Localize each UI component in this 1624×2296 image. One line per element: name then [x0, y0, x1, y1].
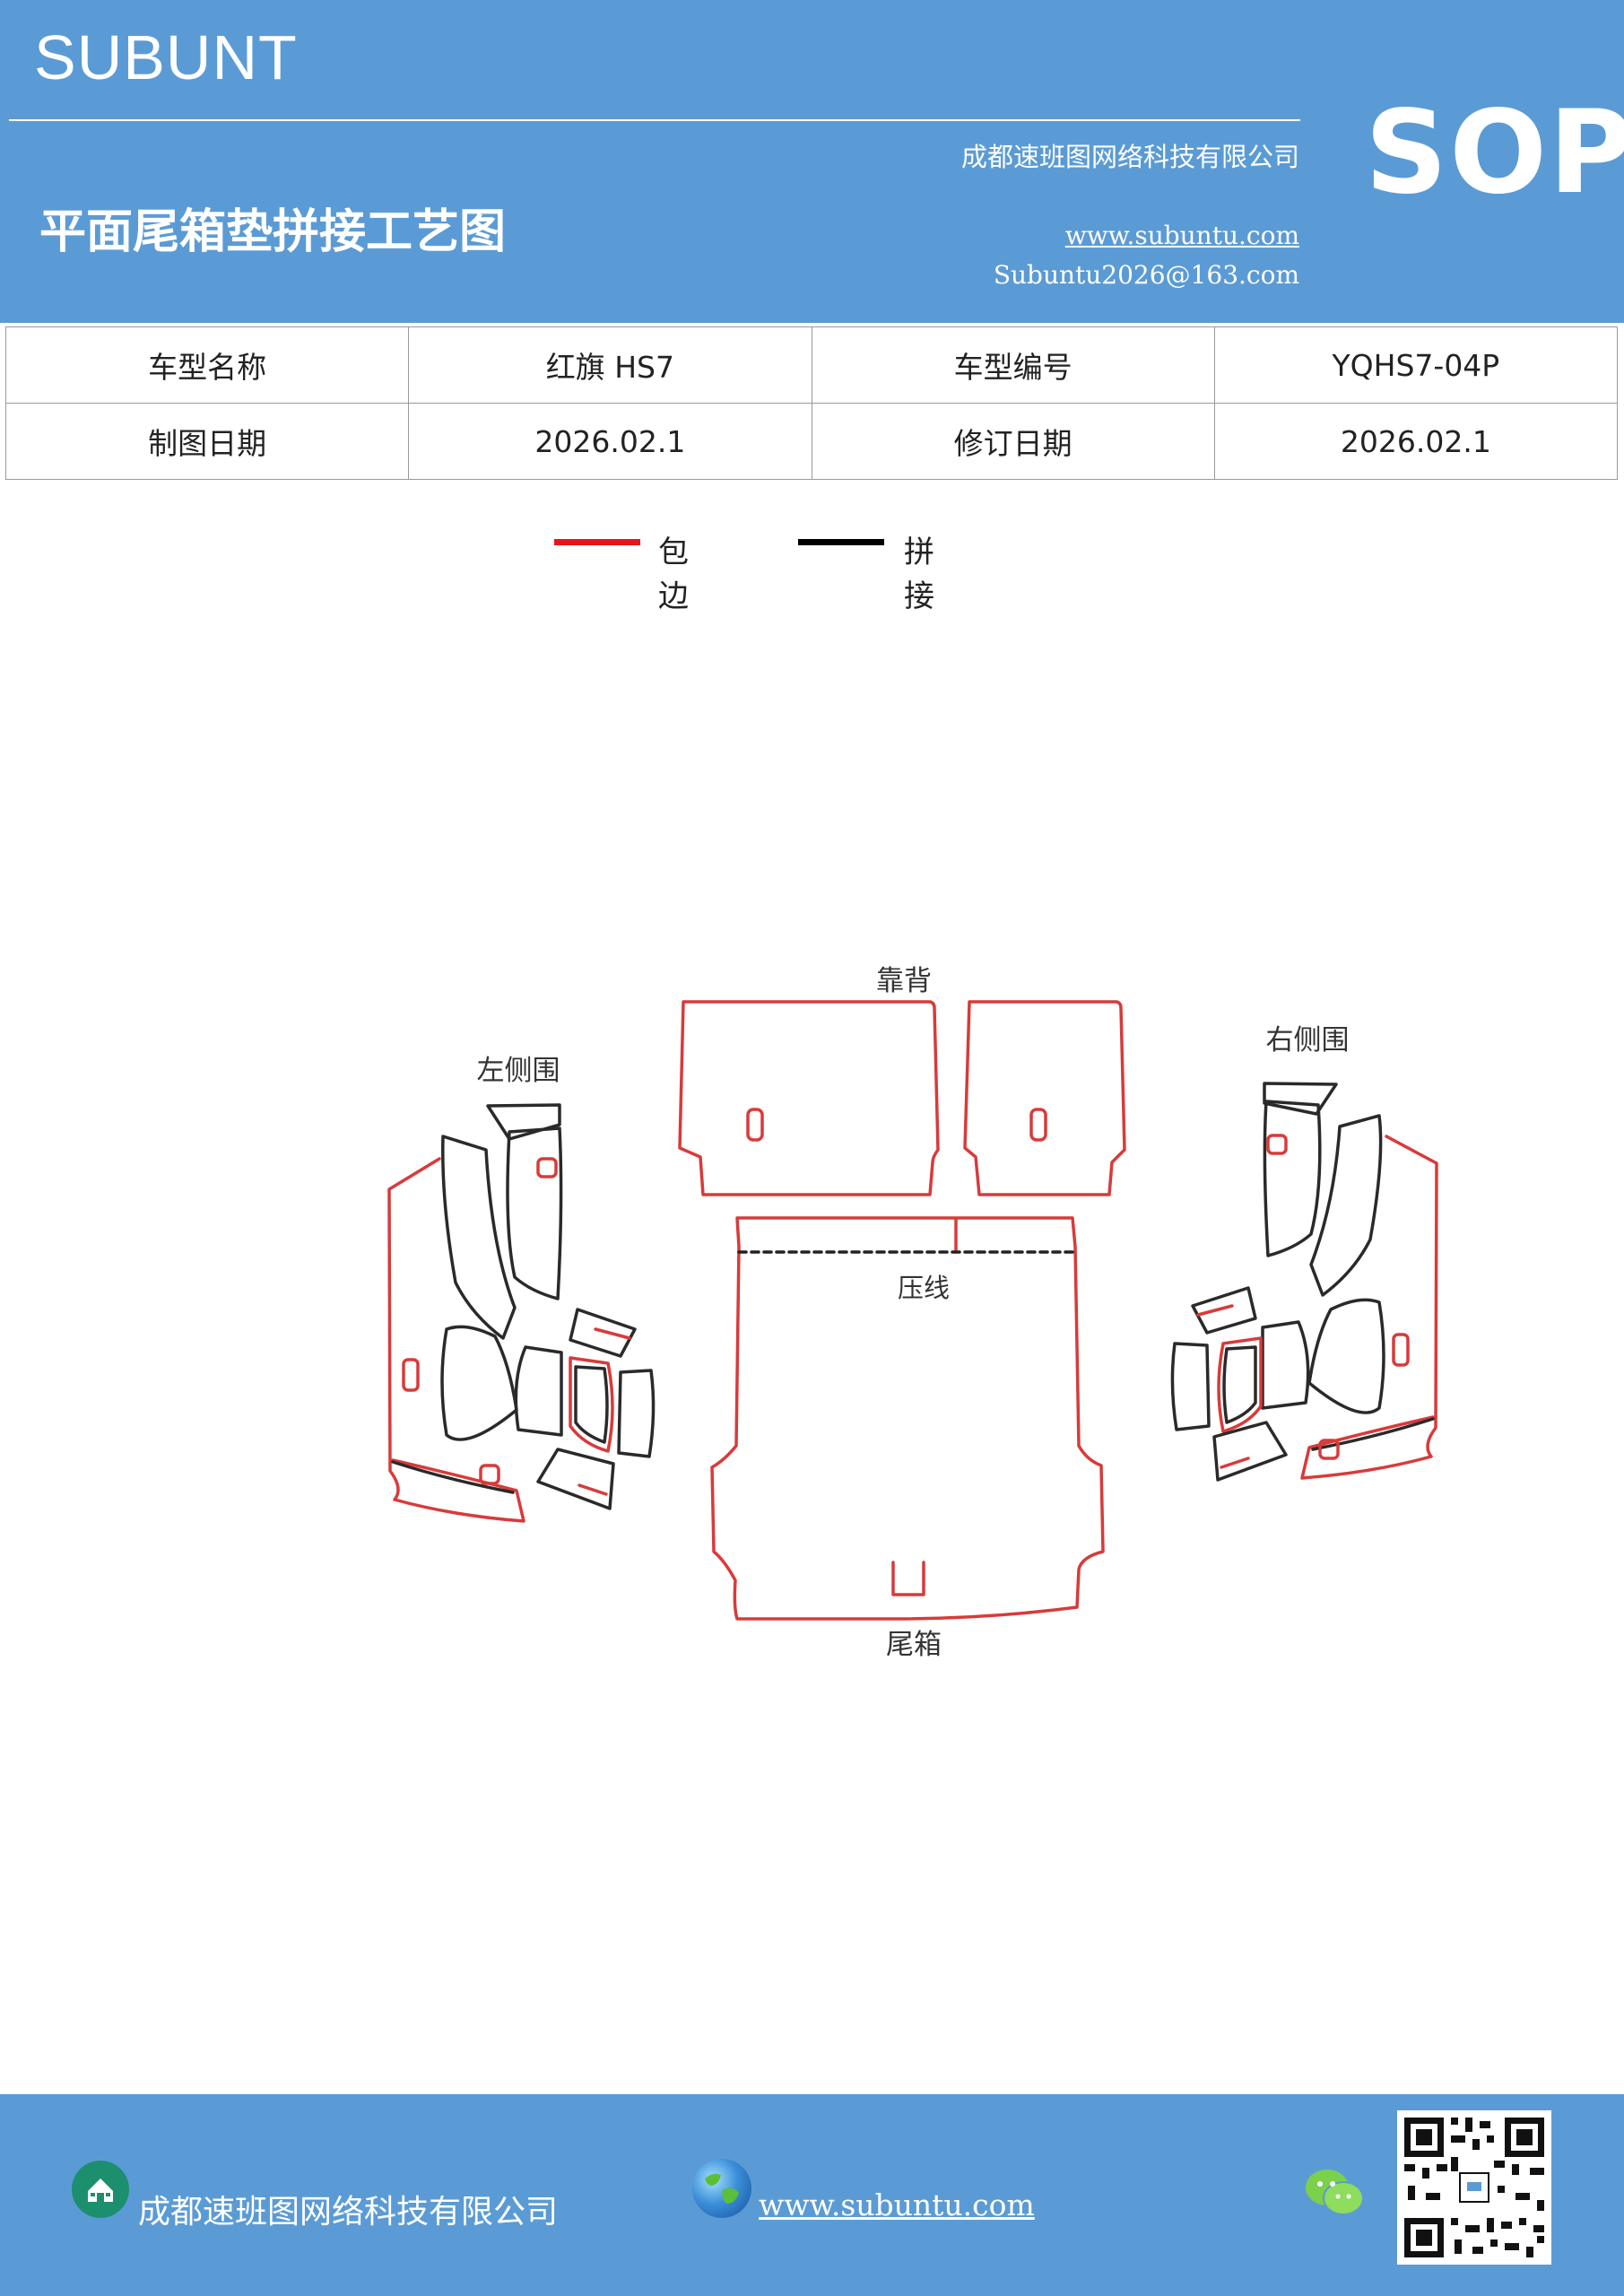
email-address: Subuntu2026@163.com	[993, 260, 1299, 290]
table-cell: 2026.02.1	[1213, 403, 1619, 480]
table-cell: 2026.02.1	[408, 403, 812, 480]
footer-company-name: 成都速班图网络科技有限公司	[138, 2194, 559, 2231]
left-side-slot-3	[536, 1157, 558, 1178]
left-piece-g-edge	[594, 1327, 631, 1340]
backrest-left-slot	[746, 1108, 764, 1142]
backrest-label: 靠背	[876, 965, 932, 997]
right-side-slot-2	[1318, 1439, 1340, 1460]
table-cell: 车型编号	[811, 326, 1215, 404]
table-cell: 制图日期	[4, 403, 410, 480]
footer-banner: 成都速班图网络科技有限公司 www.subuntu.com	[0, 2094, 1624, 2296]
right-side-label: 右侧围	[1266, 1024, 1350, 1057]
right-side-slot-3	[1266, 1134, 1288, 1155]
brand-name: SUBUNT	[34, 22, 298, 92]
table-row: 车型名称 红旗 HS7 车型编号 YQHS7-04P	[4, 326, 1619, 404]
header-banner: SUBUNT 成都速班图网络科技有限公司 平面尾箱垫拼接工艺图 SOP www.…	[0, 0, 1624, 323]
left-piece-a	[441, 1135, 517, 1340]
right-piece-d	[1307, 1298, 1385, 1414]
left-piece-g	[569, 1308, 637, 1358]
globe-icon	[692, 2159, 751, 2218]
sop-badge: SOP	[1365, 86, 1624, 220]
right-piece-g	[1191, 1286, 1257, 1335]
company-icon	[72, 2161, 129, 2218]
left-piece-d	[440, 1325, 518, 1441]
table-cell: YQHS7-04P	[1213, 326, 1619, 404]
table-cell: 红旗 HS7	[408, 326, 812, 404]
table-cell: 车型名称	[4, 326, 410, 404]
qr-code	[1397, 2110, 1551, 2265]
left-piece-f	[569, 1356, 614, 1453]
legend-seam-swatch	[798, 539, 884, 545]
right-side-slot-1	[1392, 1333, 1410, 1367]
table-row: 制图日期 2026.02.1 修订日期 2026.02.1	[4, 403, 1619, 480]
left-piece-c	[486, 1103, 561, 1141]
legend-edge-label: 包边	[658, 535, 689, 614]
crease-label: 压线	[898, 1273, 950, 1303]
backrest-right-slot	[1029, 1108, 1047, 1142]
right-piece-h	[1170, 1342, 1211, 1431]
backrest-right-panel	[963, 1000, 1126, 1196]
left-piece-h	[617, 1369, 656, 1458]
wechat-icon[interactable]	[1302, 2166, 1367, 2220]
right-piece-f	[1217, 1336, 1263, 1433]
left-side-seam	[391, 1460, 515, 1494]
vehicle-info-table: 车型名称 红旗 HS7 车型编号 YQHS7-04P 制图日期 2026.02.…	[4, 326, 1619, 480]
right-side-outer-panel	[1300, 1135, 1438, 1480]
right-piece-i	[1212, 1421, 1288, 1482]
left-piece-f-inner	[574, 1365, 609, 1444]
footer-website-link[interactable]: www.subuntu.com	[759, 2187, 1035, 2222]
company-name: 成都速班图网络科技有限公司	[960, 142, 1299, 172]
document-title: 平面尾箱垫拼接工艺图	[39, 205, 507, 259]
right-piece-f-inner	[1222, 1345, 1257, 1424]
legend-edge-swatch	[554, 539, 640, 545]
left-side-label: 左侧围	[477, 1055, 560, 1087]
left-piece-b	[506, 1126, 563, 1300]
right-piece-c	[1263, 1082, 1338, 1116]
left-piece-i	[536, 1448, 615, 1510]
left-piece-i-edge	[578, 1483, 608, 1496]
trunk-floor-panel	[710, 1216, 1105, 1621]
right-piece-e	[1261, 1320, 1310, 1410]
right-side-group	[1170, 1082, 1438, 1482]
right-piece-b	[1263, 1100, 1322, 1257]
header-divider	[9, 119, 1300, 121]
right-piece-i-edge	[1220, 1457, 1250, 1469]
right-piece-a	[1309, 1114, 1383, 1297]
left-side-slot-2	[479, 1464, 500, 1485]
legend-seam-label: 拼接	[904, 535, 934, 614]
backrest-left-panel	[678, 1000, 940, 1196]
right-side-seam	[1311, 1417, 1435, 1451]
left-side-outer-panel	[387, 1157, 525, 1523]
left-piece-e	[514, 1345, 563, 1437]
left-side-slot-1	[402, 1358, 420, 1392]
table-cell: 修订日期	[811, 403, 1215, 480]
trunk-label: 尾箱	[886, 1629, 942, 1661]
right-piece-g-edge	[1196, 1304, 1234, 1317]
website-link[interactable]: www.subuntu.com	[1064, 221, 1299, 250]
floor-notch	[891, 1561, 925, 1596]
